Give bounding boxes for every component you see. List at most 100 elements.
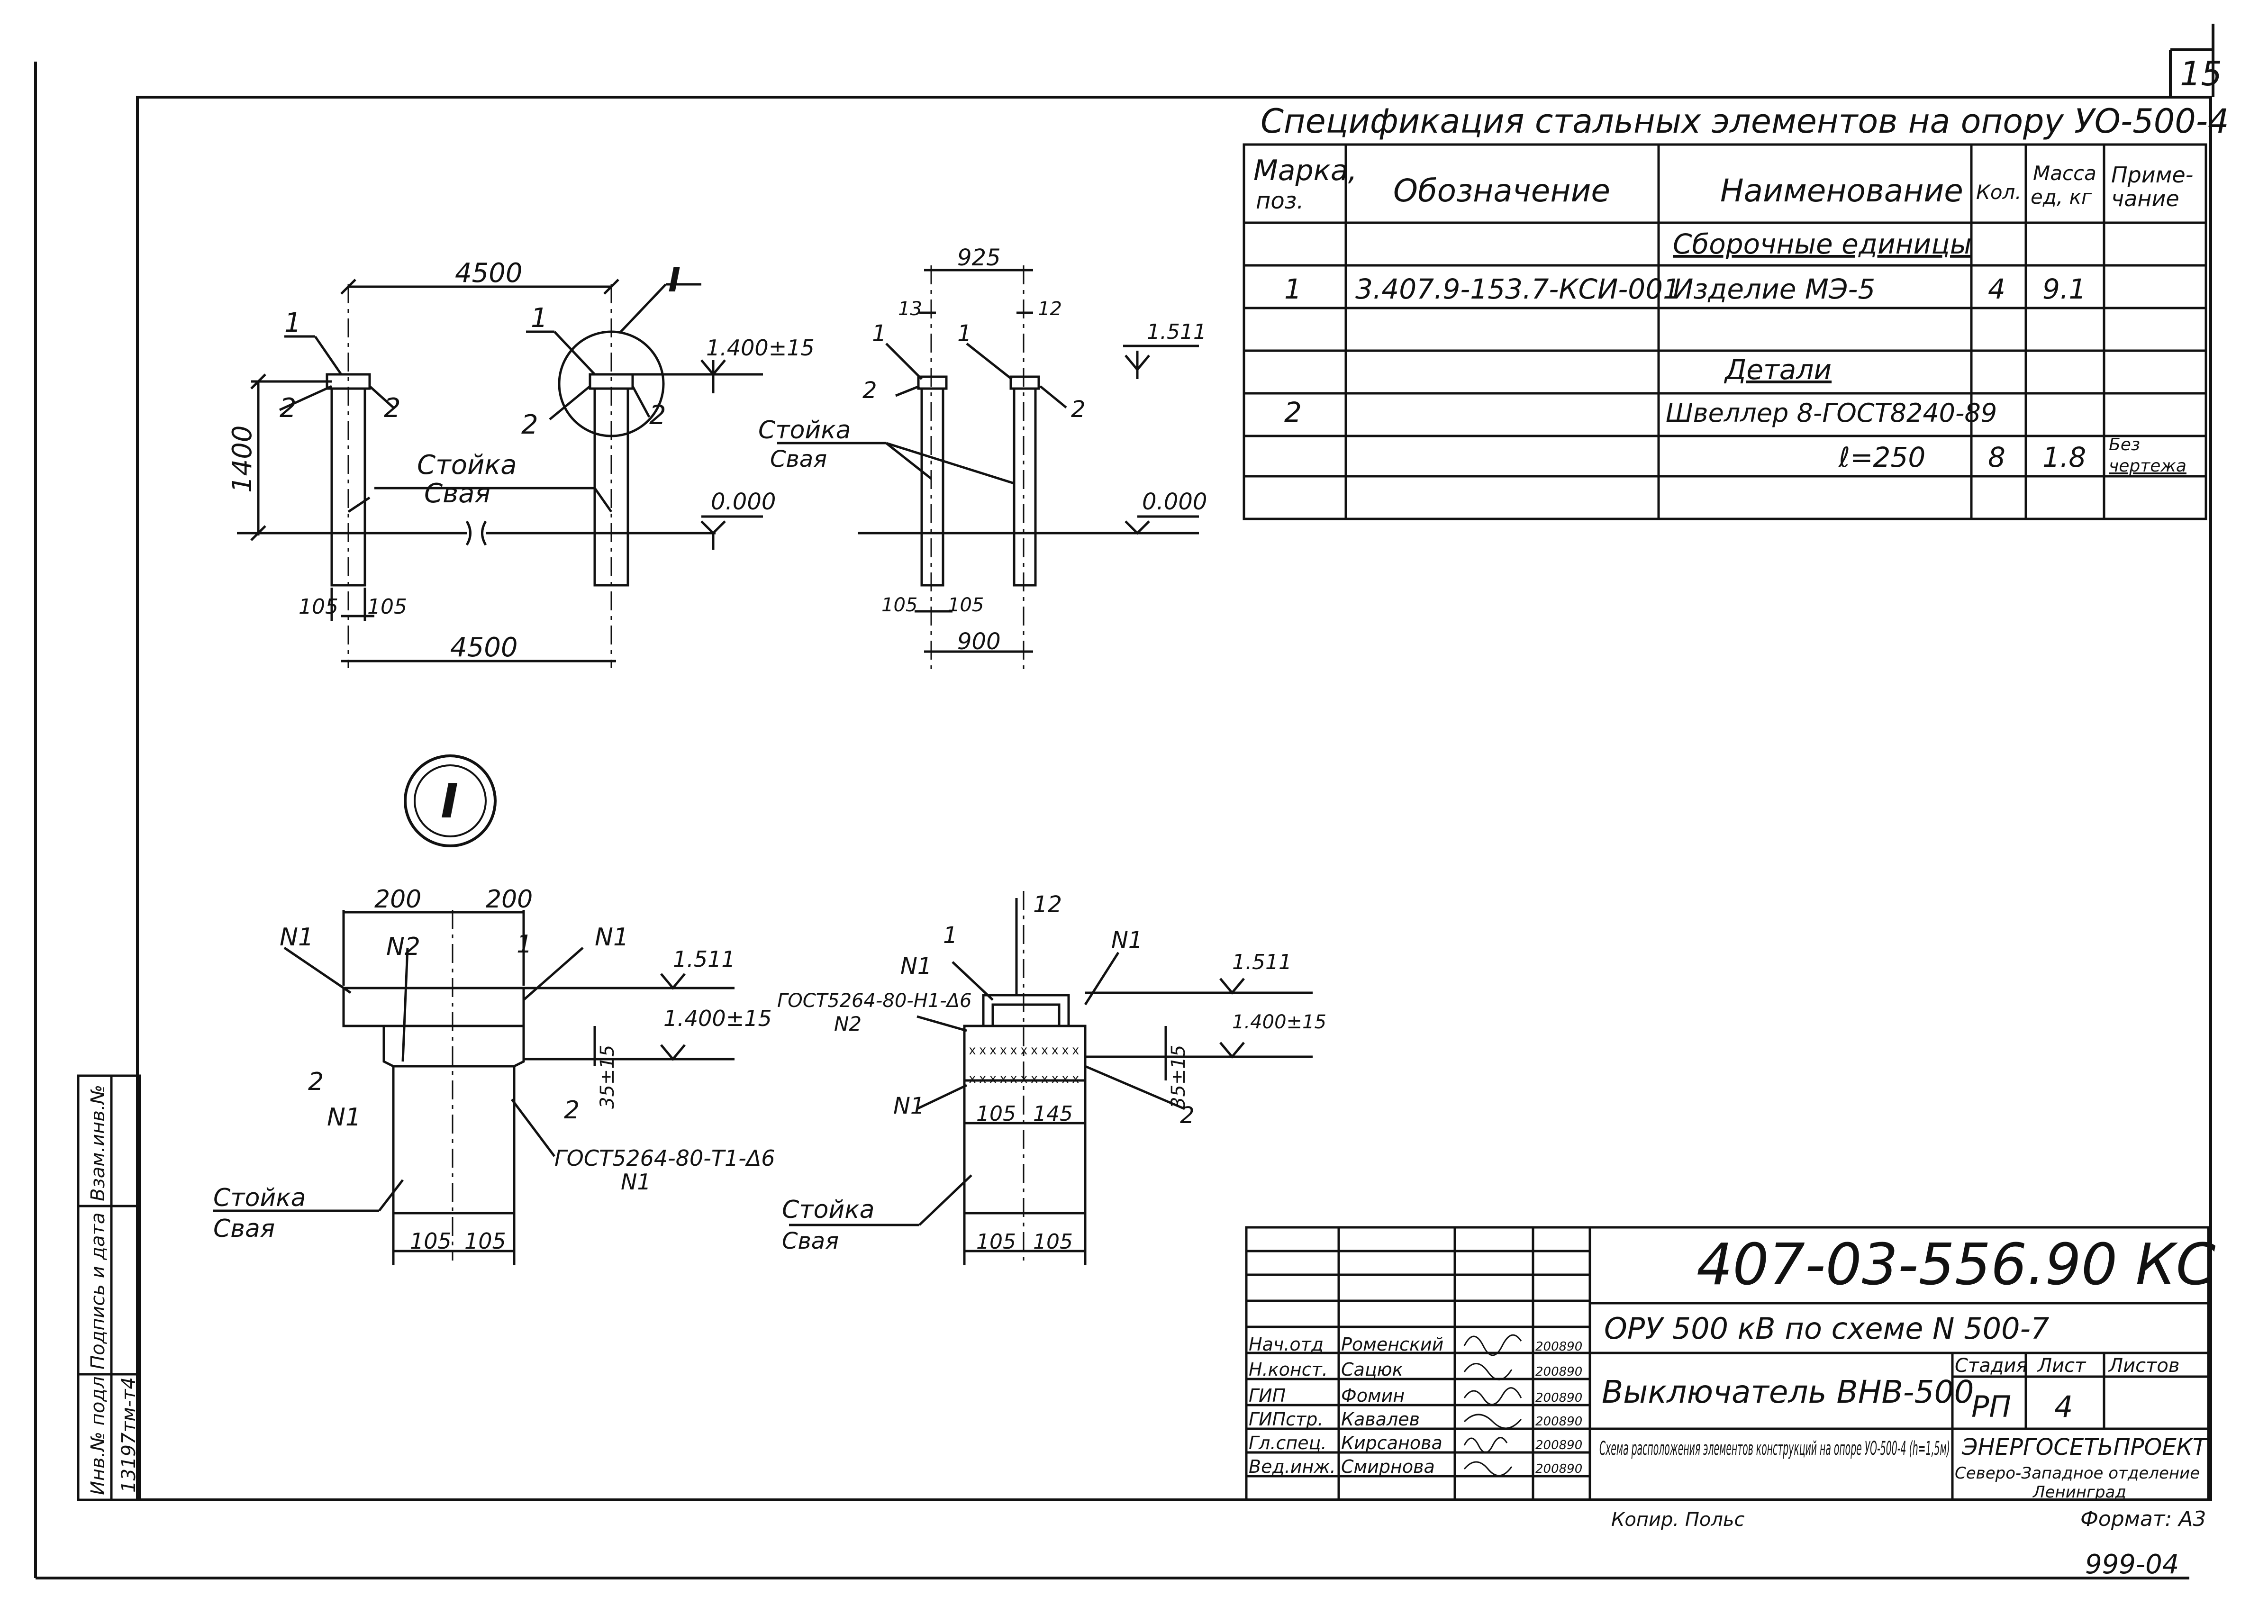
dim-12: 12: [1038, 298, 1062, 320]
sheet-title: Схема расположения элементов конструкций…: [1599, 1438, 1950, 1460]
stamp-replace-label: Взам.инв.№: [87, 1085, 109, 1201]
spec-table: Спецификация стальных элементов на опору…: [1243, 102, 2229, 520]
person-name-5: Кирсанова: [1341, 1433, 1442, 1453]
spec-row-2-qty: 4: [1988, 273, 2005, 305]
weld-marks-top: x x x x x x x x x x x: [969, 1043, 1079, 1057]
person-role-6: Вед.инж.: [1249, 1456, 1336, 1477]
label-N1-tr: N1: [595, 923, 629, 952]
doc-code: 407-03-556.90 КС: [1696, 1232, 2216, 1298]
mark-1-right: 1: [531, 303, 548, 334]
dim-900: 900: [957, 628, 1001, 655]
elev-1400-detail: 1.400±15: [663, 1006, 772, 1031]
person-role-3: ГИП: [1249, 1385, 1286, 1406]
dim-12-detail: 12: [1033, 891, 1062, 918]
mark-1-left: 1: [284, 308, 301, 338]
dim-105-dr: 105: [464, 1228, 506, 1254]
spec-row-6-qty: 8: [1988, 441, 2005, 473]
elev-0000: 0.000: [711, 489, 776, 515]
label-N1-rb: N1: [893, 1093, 925, 1119]
label-stoika-side: Стойка: [758, 416, 851, 445]
elev-1400-r: 1.400±15: [1232, 1011, 1326, 1033]
spec-row-4-name: Детали: [1724, 354, 1832, 386]
elev-1511-detail: 1.511: [673, 946, 735, 972]
signatures: [1463, 1334, 1522, 1477]
dim-105-l: 105: [881, 594, 917, 616]
label-stoika: Стойка: [417, 450, 517, 481]
mark-2-side-a: 2: [862, 377, 877, 404]
spec-header-mass: Масса: [2033, 162, 2096, 185]
mark-2-side-b: 2: [1071, 396, 1086, 423]
sheet-frame: [34, 24, 2214, 1579]
spec-header-mark2: поз.: [1256, 188, 1304, 214]
person-role-4: ГИПстр.: [1249, 1409, 1323, 1430]
person-date-4: 200890: [1535, 1415, 1582, 1429]
spec-row-2-mass: 9.1: [2042, 273, 2086, 305]
stage-label: Стадия: [1955, 1355, 2027, 1377]
person-date-5: 200890: [1535, 1438, 1582, 1452]
person-date-2: 200890: [1535, 1365, 1582, 1379]
dim-105-inner: 105: [976, 1102, 1016, 1126]
mark-1-side-a: 1: [872, 320, 887, 347]
gost-right: ГОСТ5264-80-Н1-Δ6: [777, 990, 971, 1012]
spec-header-qty: Кол.: [1976, 181, 2022, 204]
label-N1-rt: N1: [1111, 927, 1143, 953]
label-mark1-detail: 1: [517, 930, 532, 959]
person-name-2: Сацюк: [1341, 1359, 1403, 1380]
format-label: Формат: А3: [2080, 1507, 2206, 1531]
title-block: 407-03-556.90 КС ОРУ 500 кВ по схеме N 5…: [1245, 1226, 2216, 1502]
dim-4500-top: 4500: [455, 258, 523, 289]
gost-right-n: N2: [834, 1012, 862, 1035]
person-date-6: 200890: [1535, 1462, 1582, 1476]
person-name-3: Фомин: [1341, 1385, 1405, 1406]
mark-1-side-b: 1: [957, 320, 972, 347]
spec-row-2-mark: 1: [1284, 273, 1302, 305]
callout-I: I: [668, 261, 680, 299]
spec-header-designation: Обозначение: [1393, 172, 1610, 209]
mark1-right-detail: 1: [943, 922, 958, 949]
elev-1400: 1.400±15: [706, 335, 815, 361]
mark-2-c: 2: [521, 409, 538, 440]
spec-row-2-name: Изделие МЭ-5: [1673, 273, 1875, 305]
elevation-front: 4500 4500 1400 105 105 1.400±15 0.000 Ст…: [227, 258, 815, 668]
spec-row-6-note2: чертежа: [2109, 456, 2186, 476]
mark-2-a: 2: [280, 393, 297, 424]
person-name-1: Роменский: [1341, 1334, 1443, 1355]
label-stoika-detail: Стойка: [213, 1184, 306, 1212]
stamp-inv-number: 13197тм-т4: [118, 1377, 140, 1493]
gost-left: ГОСТ5264-80-Т1-Δ6: [554, 1145, 775, 1171]
label-N1-rl: N1: [900, 953, 932, 980]
spec-header-name: Наименование: [1720, 172, 1963, 209]
person-role-1: Нач.отд: [1249, 1334, 1324, 1355]
label-stoika-r: Стойка: [782, 1196, 874, 1224]
label-svaya-r: Свая: [782, 1228, 839, 1254]
project-name: ОРУ 500 кВ по схеме N 500-7: [1604, 1311, 2049, 1346]
stamp-sign-label: Подпись и дата: [87, 1213, 109, 1370]
copy-label: Копир. Польс: [1611, 1509, 1745, 1531]
org-name: ЭНЕРГОСЕТЬПРОЕКТ: [1961, 1434, 2208, 1461]
label-N1-tl: N1: [280, 923, 314, 952]
person-role-2: Н.конст.: [1249, 1359, 1328, 1380]
dim-35-r: 35±15: [1168, 1045, 1189, 1109]
dim-1400: 1400: [227, 425, 258, 493]
spec-header-note2: чание: [2111, 186, 2179, 211]
dim-13: 13: [898, 298, 922, 320]
spec-row-5-name: Швеллер 8-ГОСТ8240-89: [1666, 398, 1997, 428]
spec-row-5-mark: 2: [1284, 396, 1302, 428]
page-number: 15: [2180, 54, 2222, 93]
person-date-3: 200890: [1535, 1391, 1582, 1405]
object-name: Выключатель ВНВ-500: [1602, 1374, 1974, 1410]
spec-header-mark: Марка,: [1253, 154, 1357, 187]
label-mark2-l: 2: [308, 1068, 324, 1096]
detail-callout: I: [441, 773, 458, 829]
dim-200-b: 200: [486, 885, 533, 914]
person-name-6: Смирнова: [1341, 1456, 1435, 1477]
label-mark2-r: 2: [564, 1096, 580, 1125]
elev-0000-side: 0.000: [1142, 489, 1207, 515]
dim-105-rl: 105: [976, 1230, 1016, 1254]
weld-marks-bottom: x x x x x x x x x x x: [969, 1071, 1079, 1086]
label-svaya: Свая: [424, 478, 490, 509]
elev-1511-r: 1.511: [1232, 950, 1292, 974]
label-N1-bl: N1: [327, 1103, 361, 1132]
stage-value: РП: [1971, 1389, 2011, 1424]
